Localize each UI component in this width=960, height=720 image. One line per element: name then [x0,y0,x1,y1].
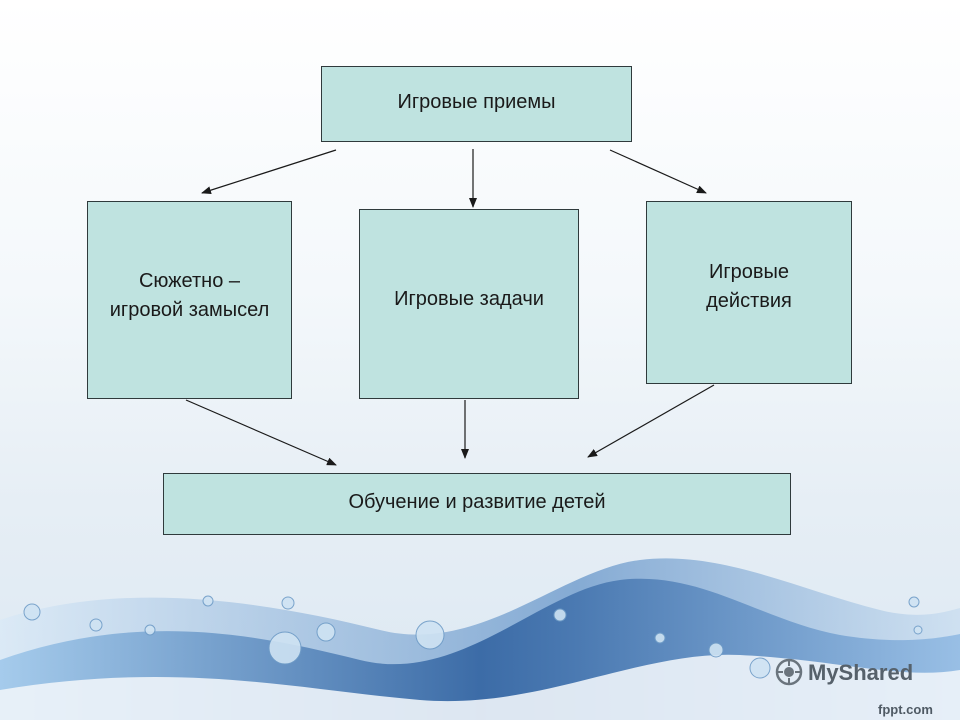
arrow-left-to-bottom [185,399,337,466]
node-learning-development-label: Обучение и развитие детей [348,490,606,513]
node-game-actions: Игровые действия [646,201,852,384]
arrow-top-to-left [201,149,337,195]
node-plot-game-concept-label: Сюжетно – игровой замысел [109,270,270,321]
myshared-watermark: MyShared [808,660,914,685]
node-game-techniques: Игровые приемы [321,66,632,142]
node-plot-game-concept: Сюжетно – игровой замысел [87,201,292,399]
node-game-tasks: Игровые задачи [359,209,579,399]
node-learning-development: Обучение и развитие детей [163,473,791,535]
node-game-techniques-label: Игровые приемы [397,90,556,113]
myshared-logo-icon [775,658,803,686]
node-game-actions-label: Игровые действия [706,260,792,312]
arrow-top-to-right [609,149,707,194]
fppt-watermark: fppt.com [878,702,933,717]
arrow-right-to-bottom [587,384,715,458]
water-wave-decoration [0,558,960,720]
node-game-tasks-label: Игровые задачи [394,287,544,310]
